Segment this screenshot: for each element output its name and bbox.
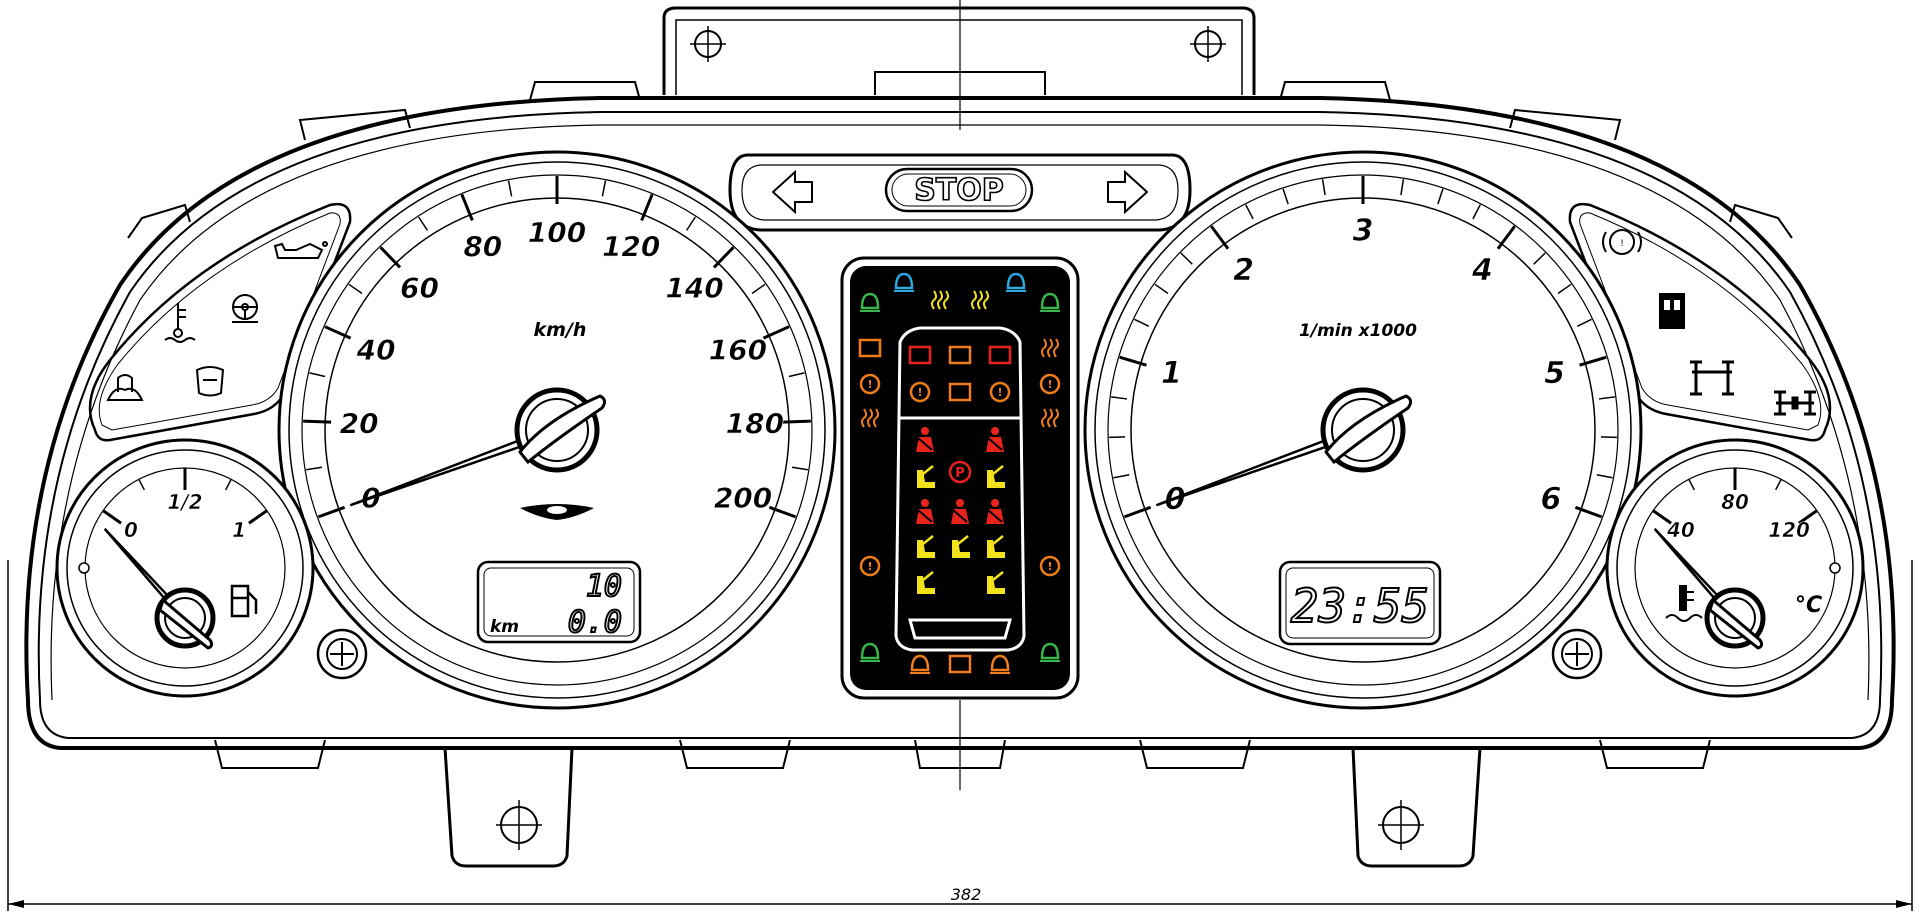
- fuel-scale-label: 1: [232, 518, 246, 542]
- temperature-scale-label: 40: [1666, 518, 1695, 542]
- speedometer-major-tick: [303, 421, 331, 422]
- tachometer-scale-label: 6: [1541, 482, 1562, 517]
- engine-oil-icon: [275, 242, 327, 258]
- odometer-unit: km: [490, 617, 519, 637]
- speedometer-unit: km/h: [534, 319, 587, 341]
- speedometer-scale-label: 20: [340, 407, 379, 440]
- speedometer-scale-label: 180: [726, 407, 784, 440]
- speedometer-major-tick: [783, 421, 811, 422]
- screw-left-icon: [318, 630, 366, 678]
- tachometer: 0123456 1/min x1000 23:55: [1085, 152, 1641, 708]
- fuel-gauge: 0 1/2 1: [57, 440, 313, 696]
- coolant-temp-icon: [165, 303, 195, 342]
- speedometer-scale-label: 140: [665, 271, 723, 304]
- tachometer-scale-label: 3: [1353, 214, 1374, 249]
- brake-fluid-icon: [197, 367, 223, 396]
- stop-label: STOP: [914, 173, 1004, 208]
- axle-icon: [1774, 392, 1816, 414]
- svg-text:!: !: [867, 378, 872, 391]
- temperature-gauge: 40 80 120 °C: [1607, 440, 1863, 696]
- temperature-hub: [1707, 590, 1763, 648]
- tachometer-scale-label: 2: [1233, 253, 1254, 288]
- speedometer-scale-label: 80: [463, 230, 502, 263]
- speedometer: 020406080100120140160180200 km/h 10 0.0 …: [279, 152, 835, 708]
- fuel-scale-label: 1/2: [167, 490, 202, 514]
- svg-text:!: !: [867, 560, 872, 573]
- coolant-level-icon: [108, 375, 142, 400]
- temperature-scale-label: 80: [1721, 490, 1749, 514]
- speedometer-scale-label: 60: [400, 271, 439, 304]
- tachometer-scale-label: 4: [1471, 253, 1493, 288]
- temperature-scale-label: 120: [1768, 518, 1810, 542]
- speedometer-scale-label: 100: [528, 216, 586, 249]
- temperature-unit: °C: [1795, 593, 1822, 618]
- width-dimension-label: 382: [951, 885, 982, 904]
- svg-text:P: P: [955, 466, 965, 481]
- tachometer-scale-label: 5: [1544, 356, 1565, 391]
- trip-readout: 10: [586, 569, 622, 604]
- odometer-display: 10 0.0 km: [478, 562, 640, 642]
- fuel-hub: [157, 590, 213, 648]
- odometer-readout: 0.0: [568, 605, 622, 640]
- tachometer-scale-label: 1: [1161, 356, 1182, 391]
- clock-display: 23:55: [1280, 562, 1440, 644]
- trailer-icon: [1690, 362, 1734, 394]
- speedometer-scale-label: 120: [602, 230, 660, 263]
- clock-readout: 23:55: [1291, 579, 1429, 633]
- speedometer-scale-label: 160: [709, 333, 767, 366]
- door-open-icon: [1660, 294, 1684, 328]
- steering-icon: [232, 295, 258, 322]
- svg-text:!: !: [1047, 560, 1052, 573]
- svg-text:!: !: [1620, 239, 1624, 249]
- svg-text:!: !: [917, 386, 922, 399]
- central-telltale-panel: !!!!!! P: [842, 258, 1078, 698]
- fuel-scale-label: 0: [124, 518, 138, 542]
- speedometer-scale-label: 200: [714, 482, 772, 515]
- tachometer-unit: 1/min x1000: [1299, 321, 1417, 341]
- screw-right-icon: [1553, 630, 1601, 678]
- svg-text:!: !: [1047, 378, 1052, 391]
- svg-text:!: !: [997, 386, 1002, 399]
- turn-signal-window: STOP: [730, 155, 1190, 230]
- speedometer-scale-label: 40: [356, 333, 396, 366]
